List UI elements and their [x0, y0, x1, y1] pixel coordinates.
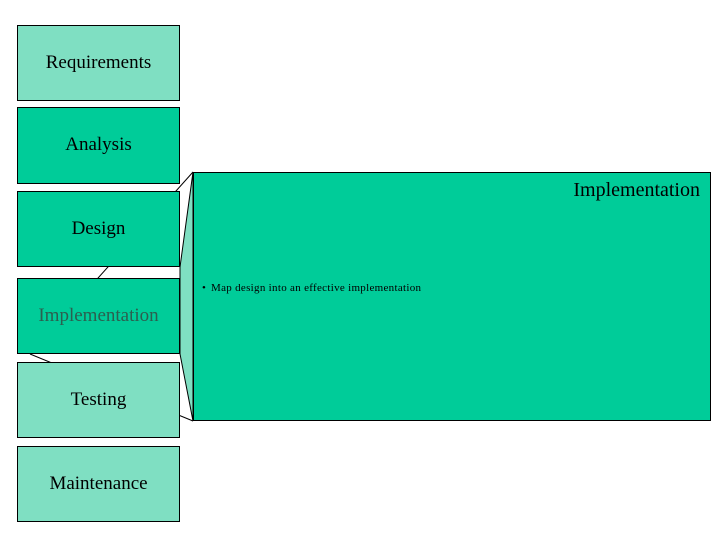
- phase-box-maintenance[interactable]: Maintenance: [17, 446, 180, 522]
- phase-label-design: Design: [71, 217, 126, 239]
- phase-box-analysis[interactable]: Analysis: [17, 107, 180, 184]
- bullet-text: Map design into an effective implementat…: [211, 282, 422, 294]
- phase-label-analysis: Analysis: [65, 134, 132, 156]
- connector-polygon: [179, 171, 194, 422]
- phase-box-testing[interactable]: Testing: [17, 362, 180, 438]
- detail-panel-bullet-list: • Map design into an effective implement…: [202, 281, 700, 298]
- phase-box-requirements[interactable]: Requirements: [17, 25, 180, 101]
- phase-label-requirements: Requirements: [45, 51, 152, 73]
- phase-box-implementation[interactable]: Implementation: [17, 278, 180, 354]
- bullet-marker-icon: •: [202, 282, 207, 294]
- phase-label-maintenance: Maintenance: [49, 472, 148, 494]
- phase-box-design[interactable]: Design: [17, 191, 180, 267]
- bullet-item: • Map design into an effective implement…: [202, 281, 700, 295]
- phase-label-implementation: Implementation: [38, 304, 159, 326]
- phase-label-testing: Testing: [70, 388, 127, 410]
- detail-panel-title: Implementation: [573, 179, 700, 201]
- detail-panel: Implementation • Map design into an effe…: [193, 172, 711, 421]
